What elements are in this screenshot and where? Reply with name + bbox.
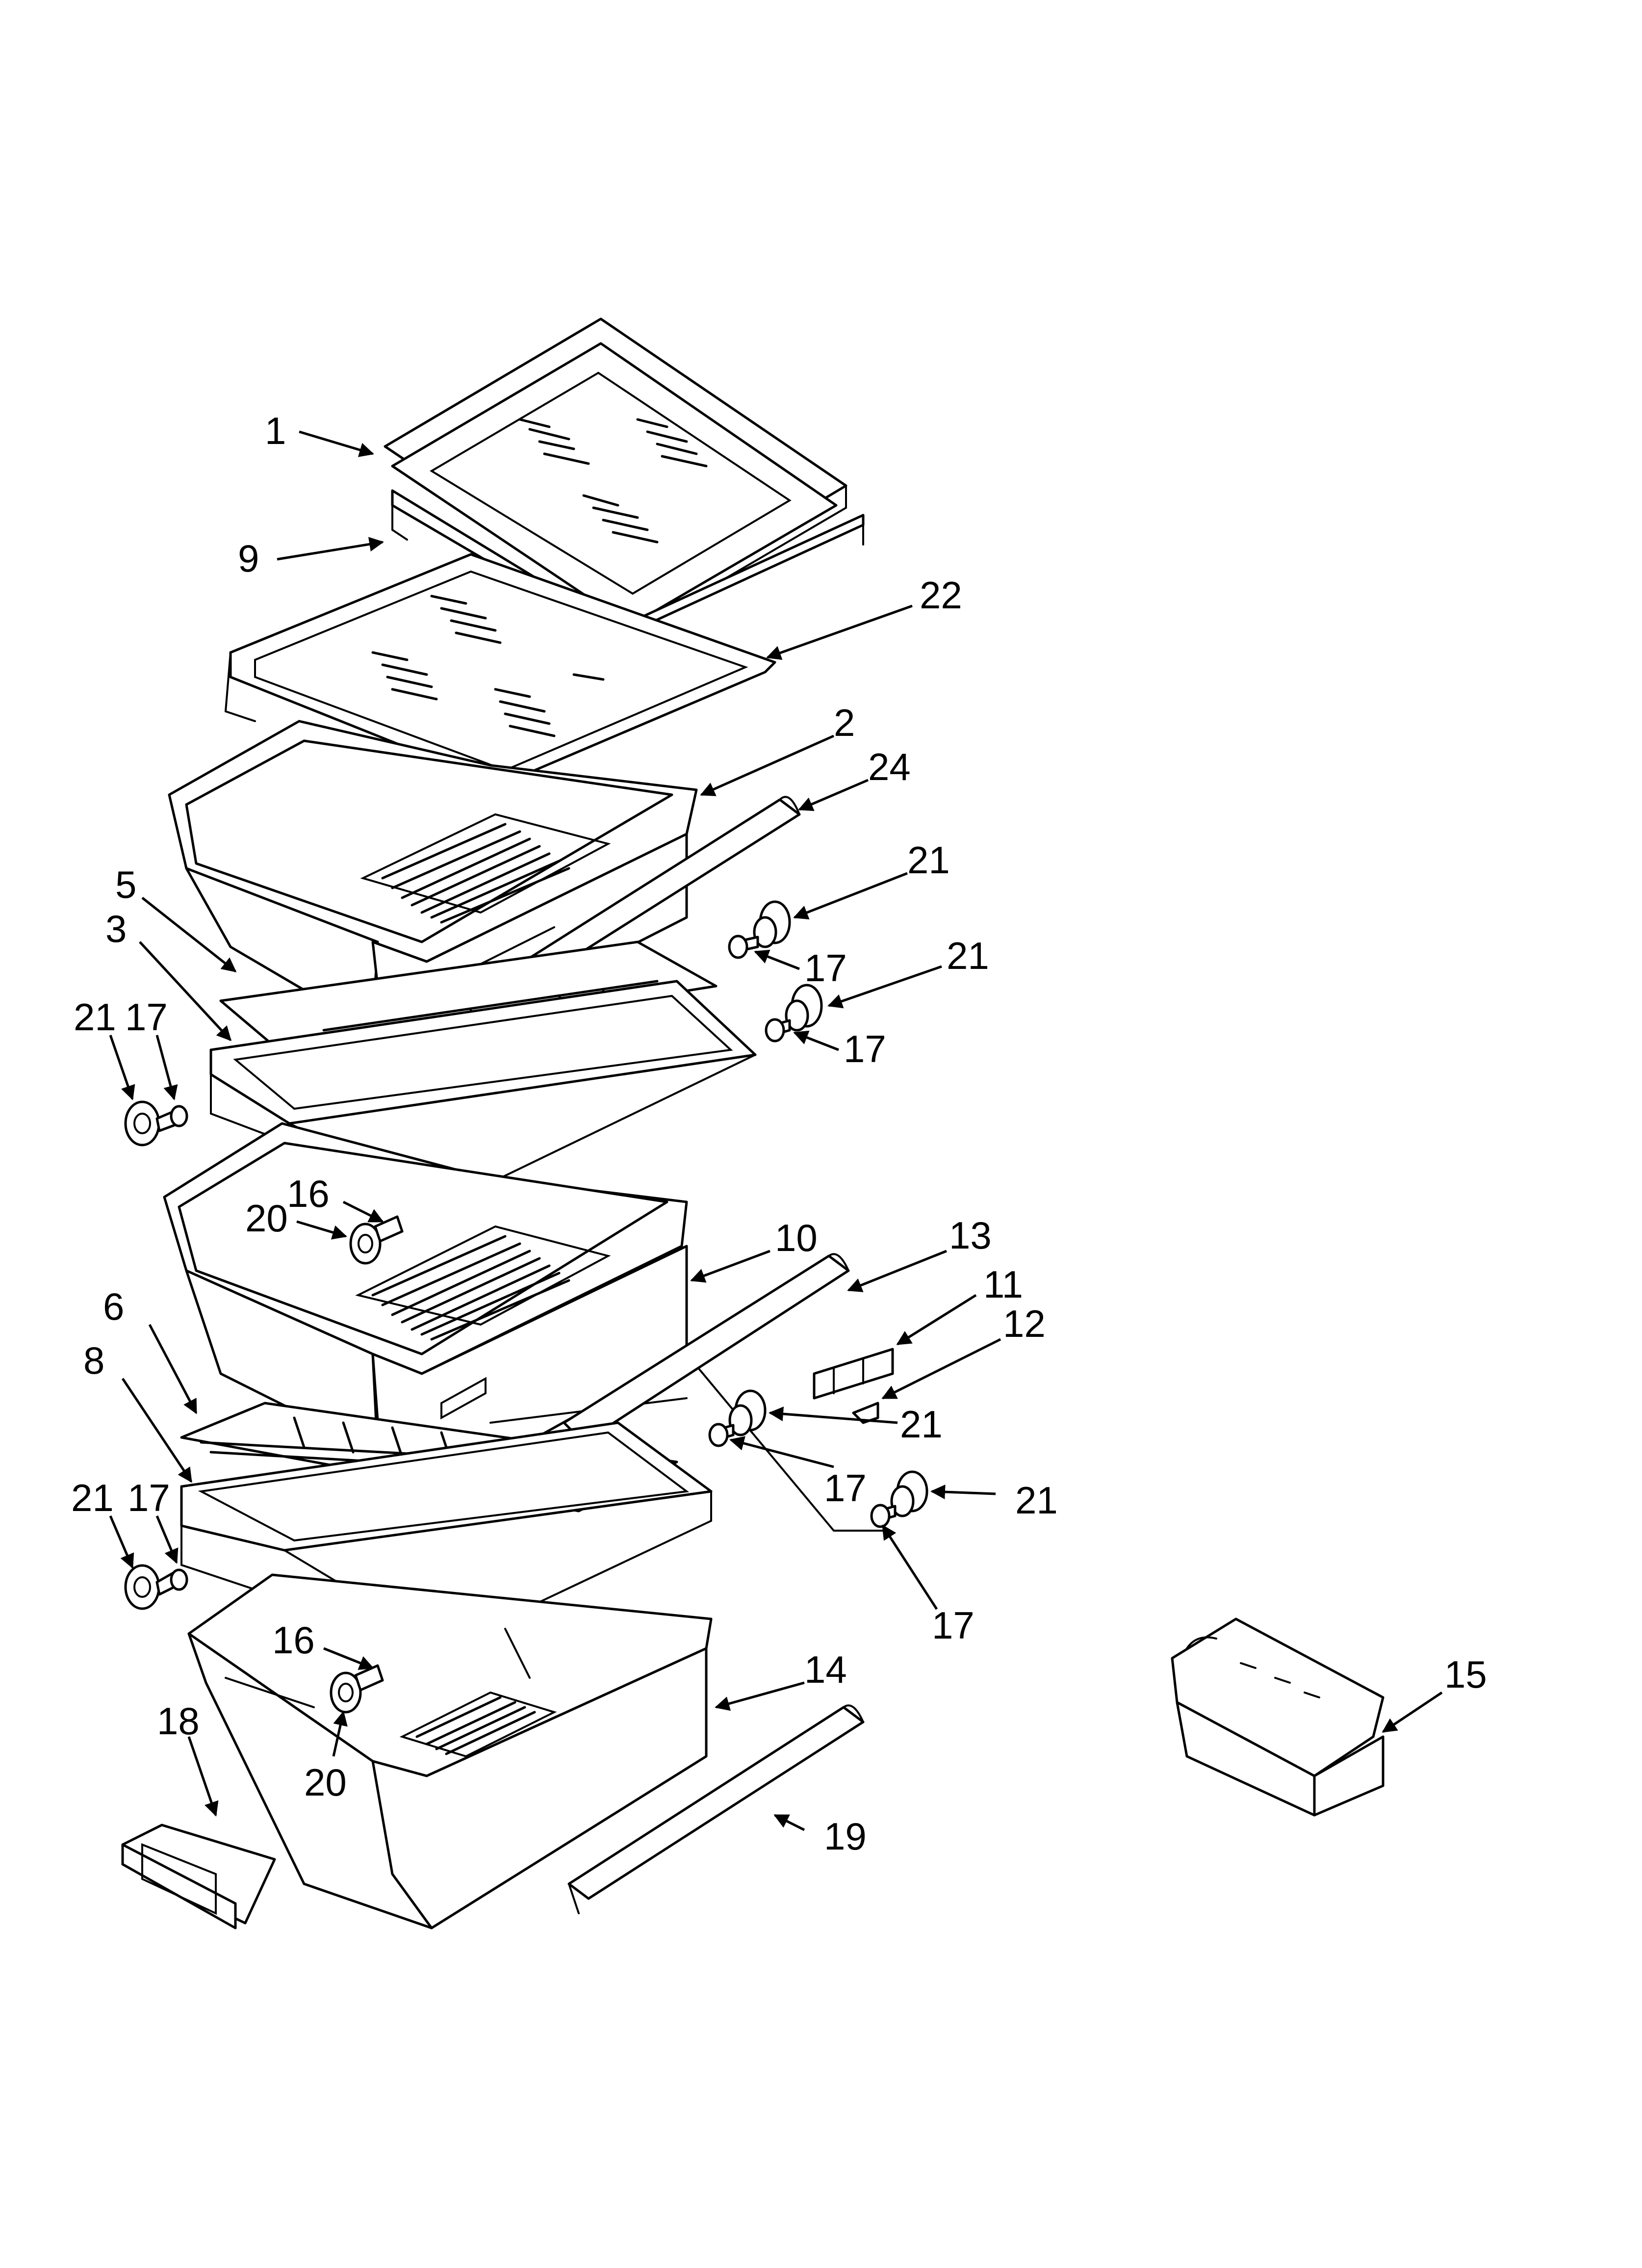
part-3-cover-frame [209, 980, 757, 1198]
callout-10: 10 [775, 1216, 818, 1259]
callout-21: 21 [900, 1403, 943, 1446]
roller-17-21-lower-right-b [870, 1470, 928, 1528]
part-18-label-frame [121, 1824, 276, 1929]
roller-16-20-upper [349, 1215, 404, 1265]
callout-5: 5 [115, 863, 136, 906]
callout-17: 17 [824, 1466, 867, 1510]
callout-17: 17 [128, 1476, 170, 1519]
callout-labels: 1 9 22 2 24 21 17 21 17 5 3 21 17 16 20 … [71, 409, 1487, 1858]
callout-16: 16 [287, 1172, 330, 1215]
callout-21: 21 [907, 838, 950, 882]
callout-17: 17 [804, 946, 847, 990]
callout-21: 21 [74, 995, 116, 1039]
roller-17-21-mid-right [765, 984, 823, 1043]
callout-1: 1 [265, 409, 286, 452]
part-14-bottom-drawer [187, 1573, 713, 1929]
callout-24: 24 [868, 745, 911, 788]
callout-15: 15 [1444, 1653, 1487, 1696]
roller-16-20-lower [330, 1664, 384, 1714]
callout-17: 17 [125, 995, 168, 1039]
part-19-drawer-trim [567, 1704, 865, 1914]
callout-2: 2 [834, 701, 855, 744]
callout-6: 6 [103, 1285, 124, 1328]
callout-21: 21 [1015, 1479, 1058, 1522]
callout-20: 20 [245, 1197, 288, 1240]
callout-14: 14 [804, 1648, 847, 1691]
callout-17: 17 [932, 1604, 975, 1647]
callout-13: 13 [949, 1214, 992, 1257]
part-2-crisper-drawer [168, 720, 698, 1046]
callout-3: 3 [105, 907, 127, 950]
callout-8: 8 [83, 1339, 104, 1382]
roller-17-21-lower-right-a [708, 1389, 767, 1447]
roller-17-21-upper-right [728, 900, 791, 959]
callout-18: 18 [157, 1699, 200, 1743]
callout-9: 9 [238, 537, 259, 580]
callout-21: 21 [71, 1476, 114, 1519]
part-11-12-clips [813, 1348, 894, 1424]
callout-21: 21 [947, 934, 989, 977]
roller-17-21-lower-left [124, 1564, 188, 1610]
part-22-glass-shelf [224, 553, 776, 796]
callout-12: 12 [1003, 1302, 1046, 1345]
part-15-door-bin [1171, 1617, 1385, 1817]
callout-16: 16 [272, 1618, 315, 1662]
leader-lines [109, 430, 1443, 1831]
roller-17-21-upper-left [124, 1100, 188, 1147]
callout-20: 20 [304, 1761, 347, 1804]
callout-17: 17 [844, 1027, 886, 1070]
callout-19: 19 [824, 1815, 867, 1858]
callout-22: 22 [920, 574, 962, 617]
callout-11: 11 [983, 1263, 1023, 1306]
